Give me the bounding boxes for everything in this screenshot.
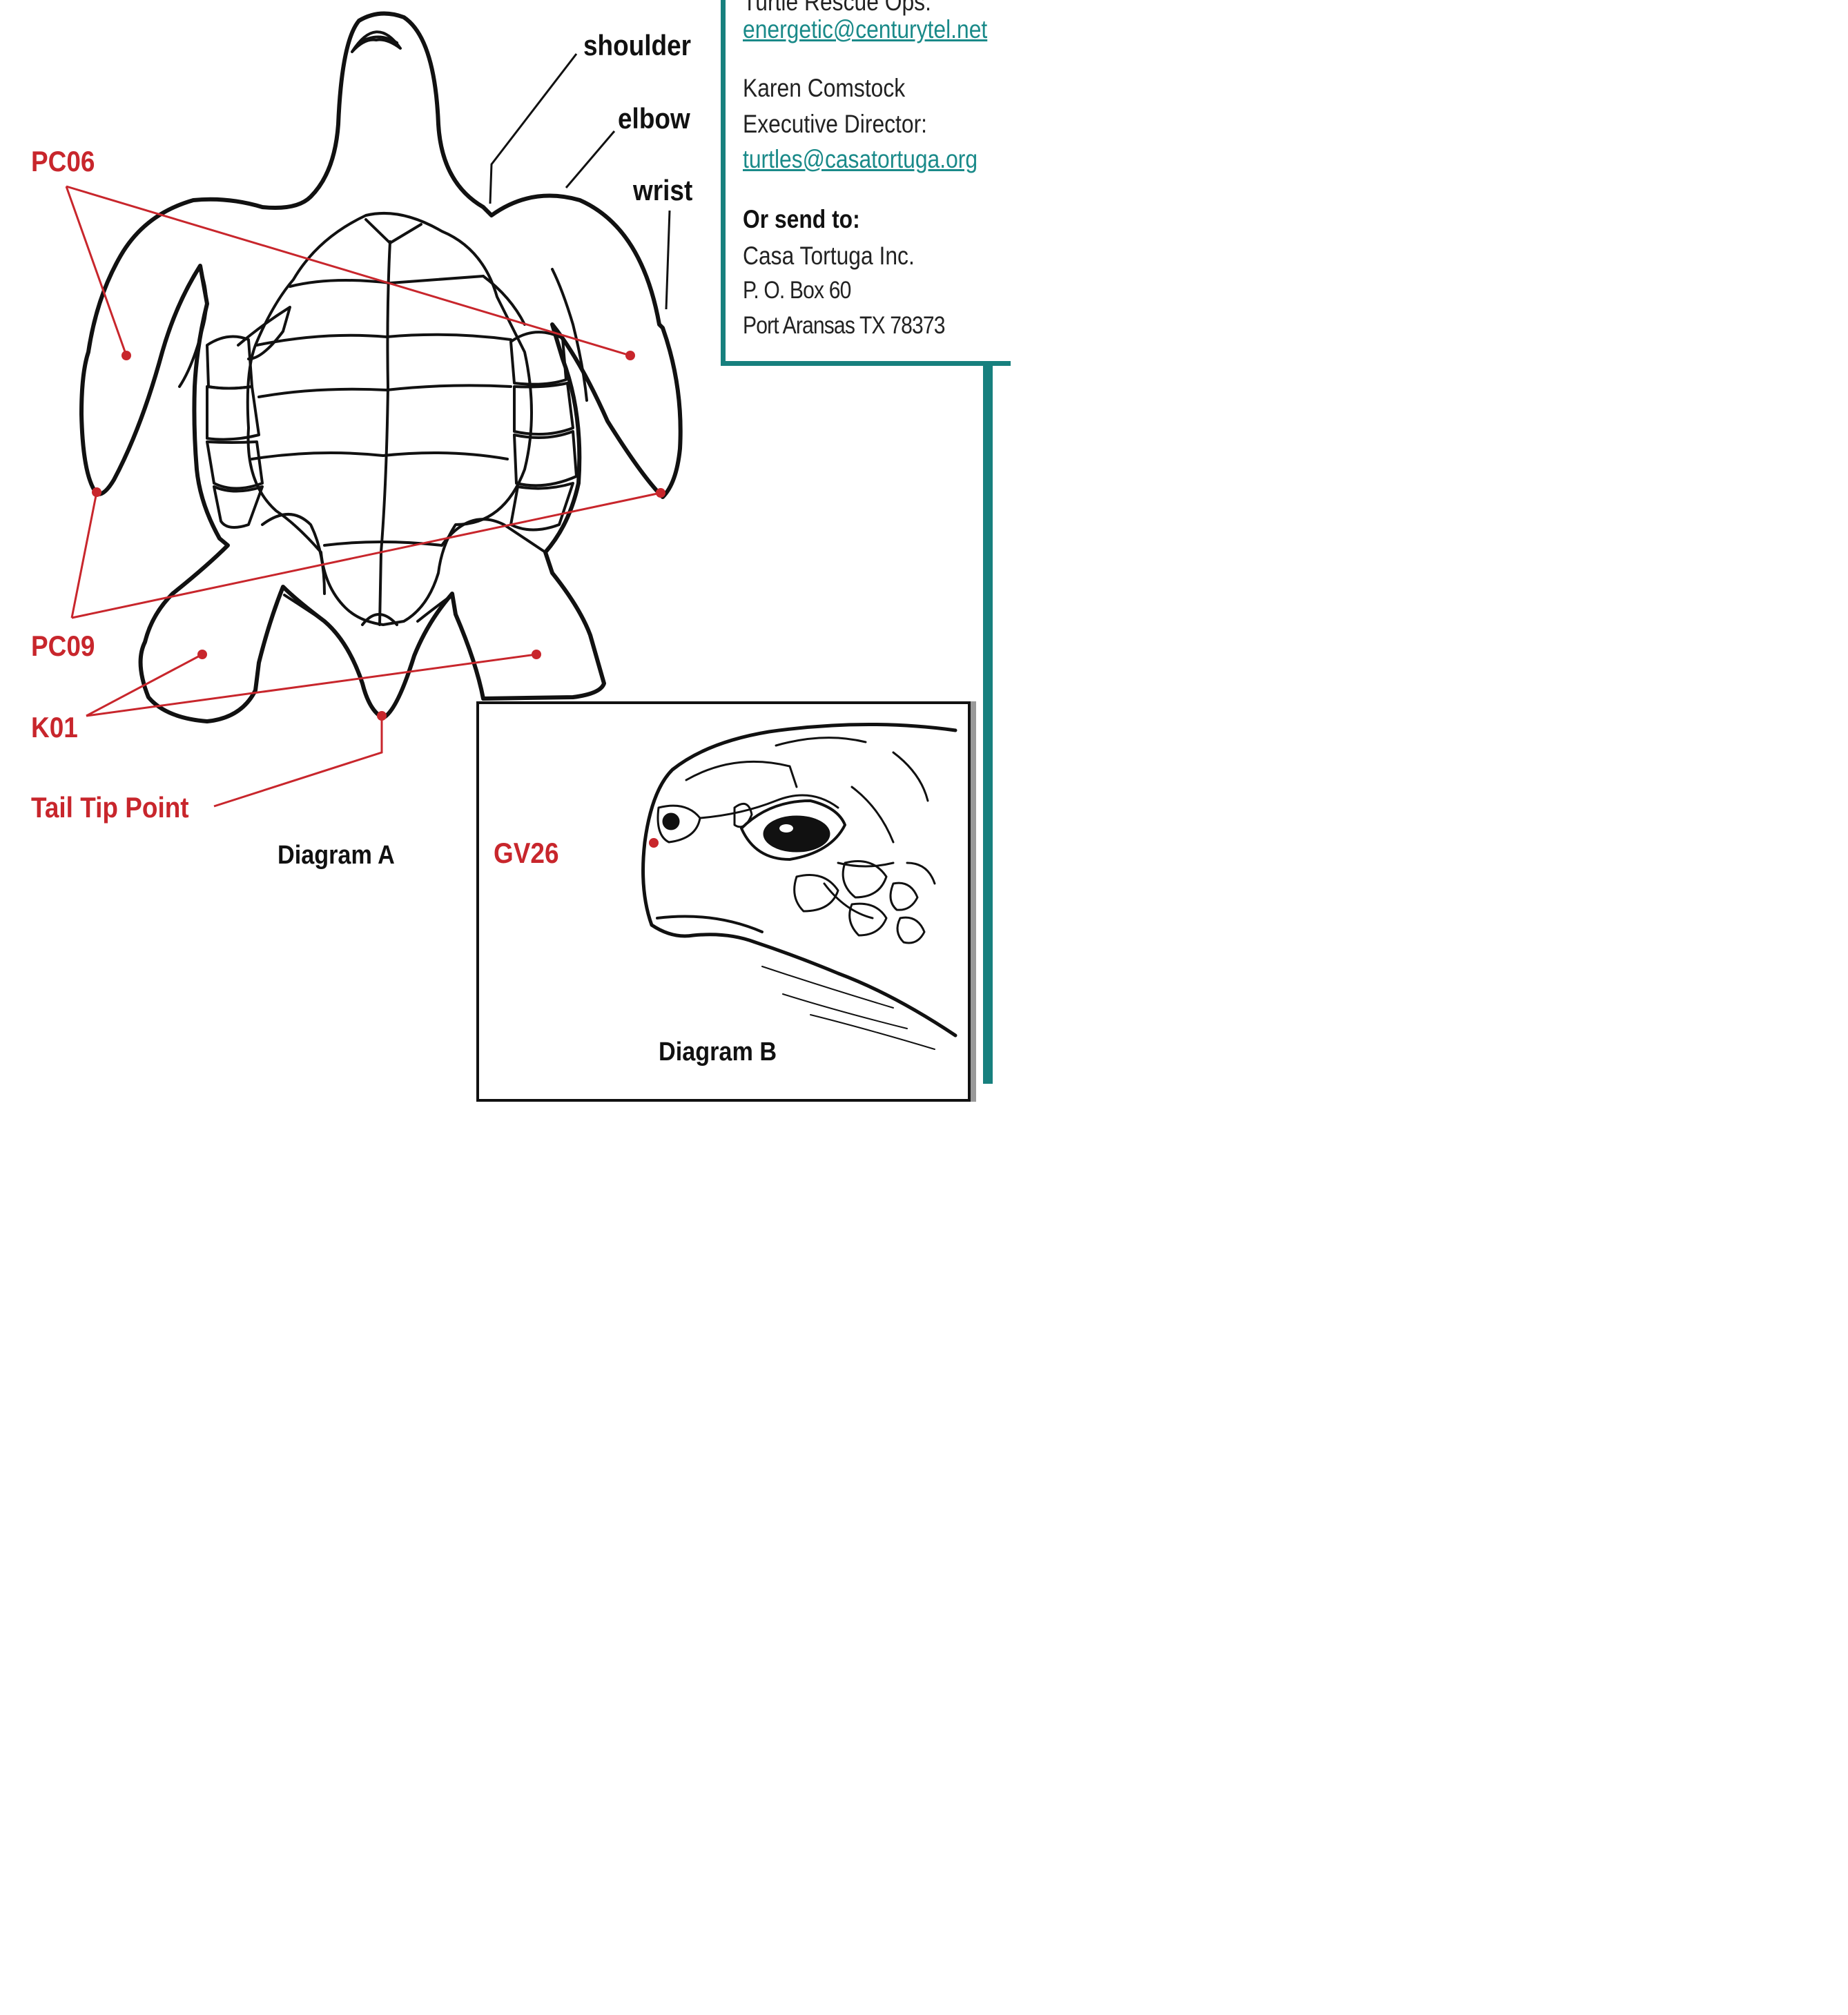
elbow-label: elbow <box>618 102 690 135</box>
pc09-point-left <box>92 487 101 497</box>
pc06-leader-left <box>66 186 126 356</box>
elbow-leader <box>566 131 614 188</box>
contact-box <box>721 0 1011 366</box>
tail-tip-leader <box>214 716 382 806</box>
turtle-acupoint-diagram: Turtle Rescue Ops: energetic@centurytel.… <box>0 0 993 1082</box>
k01-label: K01 <box>31 711 78 744</box>
pc09-label: PC09 <box>31 630 95 663</box>
pc06-label: PC06 <box>31 145 95 178</box>
diagram-a-caption: Diagram A <box>278 841 395 870</box>
tail-tip-label: Tail Tip Point <box>31 791 189 824</box>
k01-leader-right <box>86 654 536 716</box>
tail-tip-point-marker <box>377 711 387 721</box>
gv26-point <box>649 838 659 848</box>
contact-name: Karen Comstock <box>743 74 905 103</box>
po-box: P. O. Box 60 <box>743 277 850 304</box>
shoulder-label: shoulder <box>583 29 691 62</box>
wrist-leader <box>666 211 670 309</box>
pc06-leader-right <box>66 186 630 356</box>
send-heading: Or send to: <box>743 205 860 234</box>
k01-point-left <box>197 650 207 659</box>
pc09-leader-left <box>72 492 97 618</box>
pc06-point-right <box>625 351 635 360</box>
k01-point-right <box>532 650 541 659</box>
pc06-point-left <box>121 351 131 360</box>
contact-line1: Turtle Rescue Ops: <box>743 0 931 17</box>
k01-leader-left <box>86 654 202 716</box>
diagram-b-caption: Diagram B <box>659 1038 777 1067</box>
shoulder-leader <box>490 54 576 204</box>
city-line: Port Aransas TX 78373 <box>743 312 945 340</box>
contact-role: Executive Director: <box>743 110 927 139</box>
teal-border-right <box>983 366 993 1084</box>
email-energetic-link[interactable]: energetic@centurytel.net <box>743 15 987 44</box>
pc09-point-right <box>656 488 665 498</box>
gv26-label: GV26 <box>494 837 559 870</box>
org-name: Casa Tortuga Inc. <box>743 242 915 271</box>
wrist-label: wrist <box>633 174 692 207</box>
email-turtles-link[interactable]: turtles@casatortuga.org <box>743 145 978 174</box>
